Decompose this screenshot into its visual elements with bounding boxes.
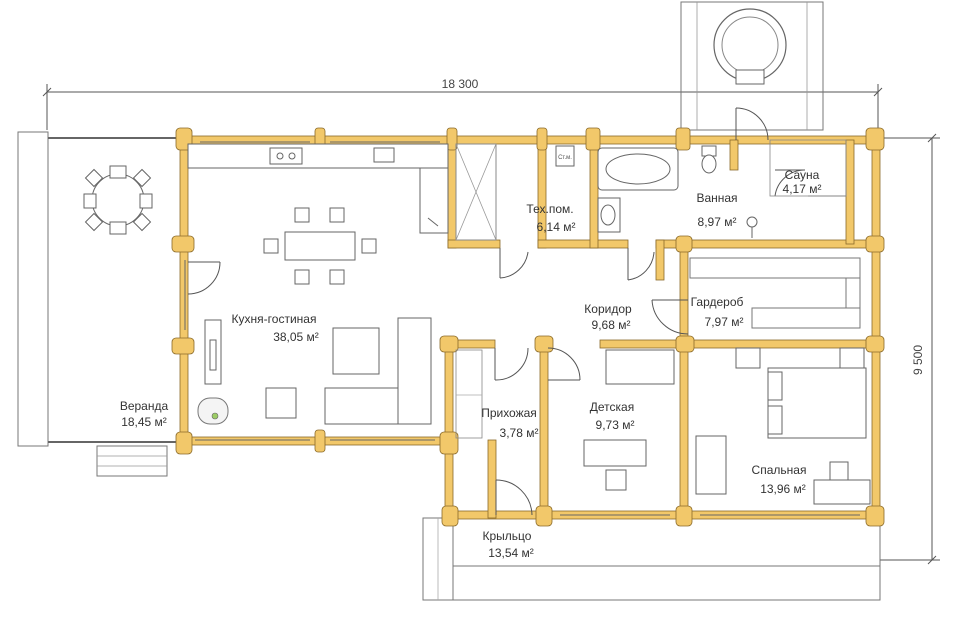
bedroom-furniture — [695, 347, 871, 505]
dining-table — [263, 207, 377, 285]
kitchen-area: 38,05 м² — [273, 330, 319, 344]
veranda-area: 18,45 м² — [121, 415, 167, 429]
sauna-deck — [680, 1, 824, 131]
boiler-label: Ст.м. — [558, 155, 572, 161]
living-furniture — [197, 317, 432, 425]
hall-area: 3,78 м² — [500, 426, 539, 440]
room-labels: Веранда 18,45 м² Кухня-гостиная 38,05 м²… — [120, 168, 822, 560]
corridor-name: Коридор — [584, 302, 632, 316]
veranda-railing — [48, 137, 183, 443]
bedroom-name: Спальная — [752, 463, 807, 477]
porch-name: Крыльцо — [483, 529, 532, 543]
bath-area: 8,97 м² — [698, 215, 737, 229]
kitchen-name: Кухня-гостиная — [232, 312, 317, 326]
sauna-area: 4,17 м² — [783, 182, 822, 196]
dimension-width: 18 300 — [42, 77, 883, 130]
windows — [184, 141, 860, 516]
veranda-deck — [17, 131, 168, 477]
kitchen-counter — [187, 143, 449, 234]
dimension-height: 9 500 — [880, 133, 940, 565]
tech-name: Тех.пом. — [526, 202, 573, 216]
bathroom-fixtures — [597, 145, 758, 238]
log-ends — [171, 127, 885, 527]
kids-name: Детская — [590, 400, 634, 414]
tech-room-storage: Ст.м. — [455, 143, 575, 241]
tech-area: 6,14 м² — [537, 220, 576, 234]
kids-area: 9,73 м² — [596, 418, 635, 432]
height-label: 9 500 — [911, 345, 925, 375]
sauna-name: Сауна — [785, 168, 820, 182]
kids-furniture — [583, 349, 675, 491]
veranda-table — [83, 165, 153, 235]
bath-name: Ванная — [696, 191, 737, 205]
wardrobe-area: 7,97 м² — [705, 315, 744, 329]
corridor-area: 9,68 м² — [592, 318, 631, 332]
width-label: 18 300 — [442, 77, 479, 91]
porch-area: 13,54 м² — [488, 546, 534, 560]
wardrobe-name: Гардероб — [691, 295, 744, 309]
sauna-bench — [769, 139, 847, 197]
hall-name: Прихожая — [481, 406, 537, 420]
hall-storage — [455, 349, 483, 439]
bedroom-area: 13,96 м² — [760, 482, 806, 496]
veranda-name: Веранда — [120, 399, 169, 413]
doors — [187, 107, 806, 516]
wardrobe-racks — [689, 257, 861, 329]
